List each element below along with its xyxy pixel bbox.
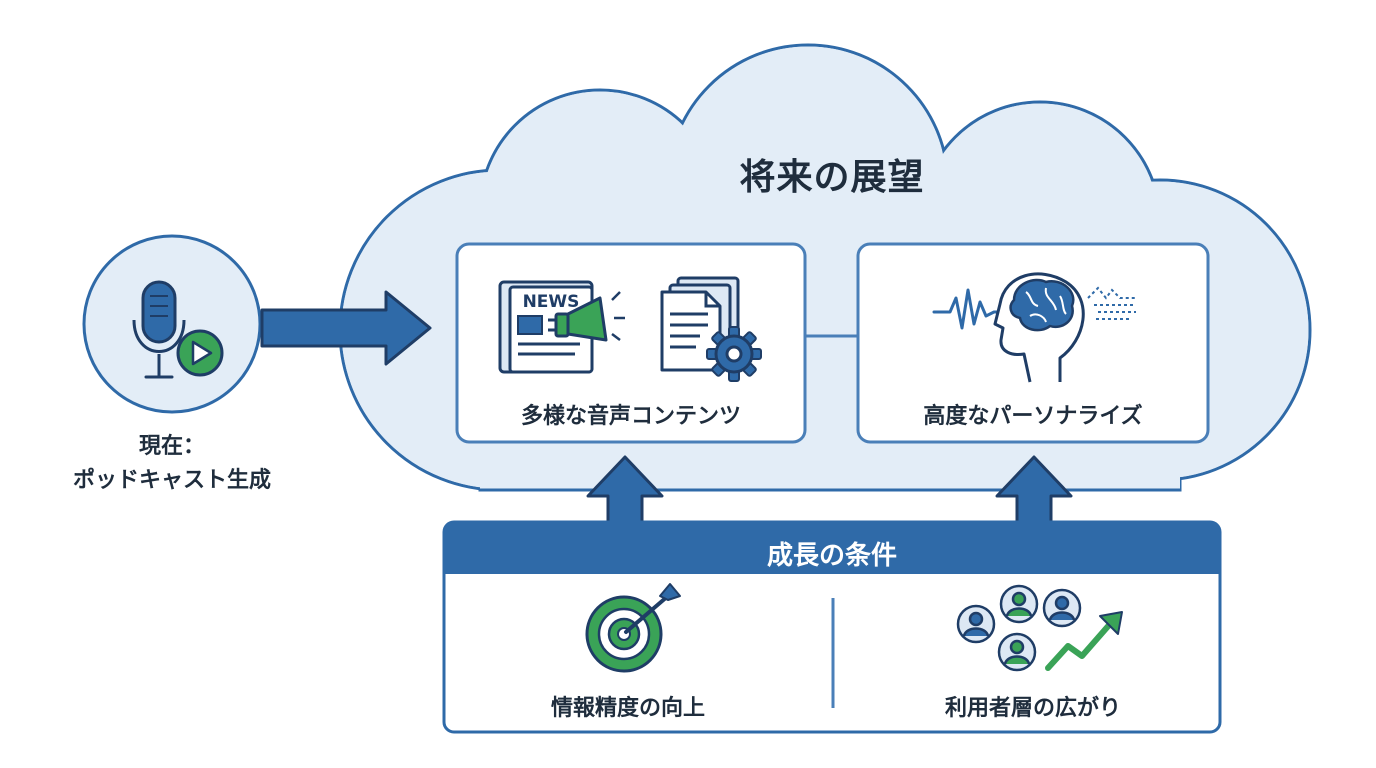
conditions-panel (442, 520, 1222, 734)
progress-arrow (260, 290, 432, 366)
sound-wave-icon (932, 286, 1136, 330)
newspaper-icon: NEWS (498, 280, 594, 374)
gear-icon (706, 326, 762, 382)
target-icon (585, 583, 681, 673)
future-outlook-title: 将来の展望 (739, 157, 925, 198)
current-label-line2: ポッドキャスト生成 (72, 468, 272, 493)
condition-label-accuracy: 情報精度の向上 (550, 696, 706, 721)
current-label-line1: 現在： (138, 434, 206, 459)
up-arrow-right (995, 455, 1073, 526)
play-icon (176, 329, 224, 377)
brain-head-icon (993, 272, 1085, 383)
megaphone-icon (554, 291, 625, 342)
card-label-diverse-audio: 多様な音声コンテンツ (520, 404, 742, 429)
user-growth-icon (956, 584, 1123, 672)
conditions-title: 成長の条件 (766, 541, 898, 571)
news-text: NEWS (523, 292, 580, 312)
current-status-label: 現在： ポッドキャスト生成 (73, 430, 271, 498)
condition-label-user-growth: 利用者層の広がり (944, 696, 1122, 721)
up-arrow-left (586, 455, 664, 526)
card-label-personalize: 高度なパーソナライズ (923, 404, 1143, 429)
microphone-icon (132, 280, 186, 379)
